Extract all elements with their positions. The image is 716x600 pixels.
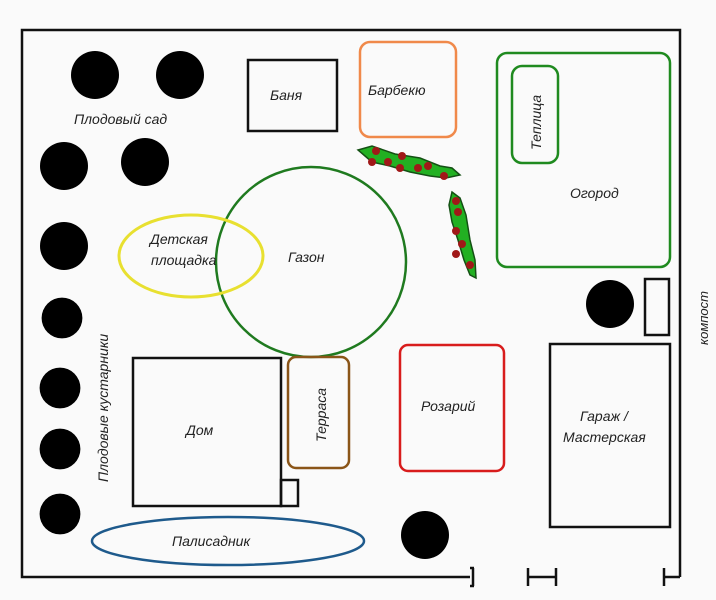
compost-label: компост: [696, 291, 711, 345]
tree-icon: [401, 511, 449, 559]
rose-garden-label: Розарий: [421, 398, 476, 414]
greenhouse-zone: [510, 64, 560, 165]
terrace-label: Терраса: [313, 388, 329, 442]
front-garden-zone: [90, 515, 366, 567]
playground-label-1: Детская: [148, 231, 208, 247]
barbecue-zone: [358, 40, 458, 139]
playground-label-2: площадка: [151, 252, 217, 268]
front-garden-label: Палисадник: [172, 533, 251, 549]
greenhouse-label: Теплица: [528, 95, 544, 150]
house-zone: [131, 356, 283, 508]
tree-icon: [156, 51, 204, 99]
shrub-icon: [39, 428, 81, 470]
garage-zone: [548, 342, 672, 529]
shrub-icon: [39, 367, 81, 409]
bathhouse-zone: [246, 58, 339, 133]
shrub-icon: [41, 297, 83, 339]
orchard-label: Плодовый сад: [74, 111, 167, 127]
fruit-shrubs-label: Плодовые кустарники: [95, 334, 111, 482]
tree-icon: [71, 51, 119, 99]
rose-garden-zone: [398, 343, 506, 473]
garage-label-1: Гараж /: [580, 408, 630, 424]
tree-icon: [40, 222, 88, 270]
terrace-zone: [286, 355, 351, 470]
compost-zone: [643, 277, 671, 337]
garage-label-2: Мастерская: [563, 429, 646, 445]
lawn-label: Газон: [288, 249, 325, 265]
berry-hedge: [356, 145, 477, 280]
shrub-icon: [39, 493, 81, 535]
house-label: Дом: [184, 422, 214, 438]
vegetable-garden-zone: [495, 51, 672, 269]
barbecue-label: Барбекю: [368, 82, 426, 98]
bathhouse-label: Баня: [270, 87, 303, 103]
playground-zone: [117, 213, 265, 299]
tree-icon: [40, 142, 88, 190]
tree-icon: [586, 280, 634, 328]
porch: [279, 478, 300, 508]
gate: [470, 566, 680, 588]
tree-icon: [121, 138, 169, 186]
plot-boundary: [20, 28, 682, 579]
vegetable-garden-label: Огород: [570, 185, 619, 201]
